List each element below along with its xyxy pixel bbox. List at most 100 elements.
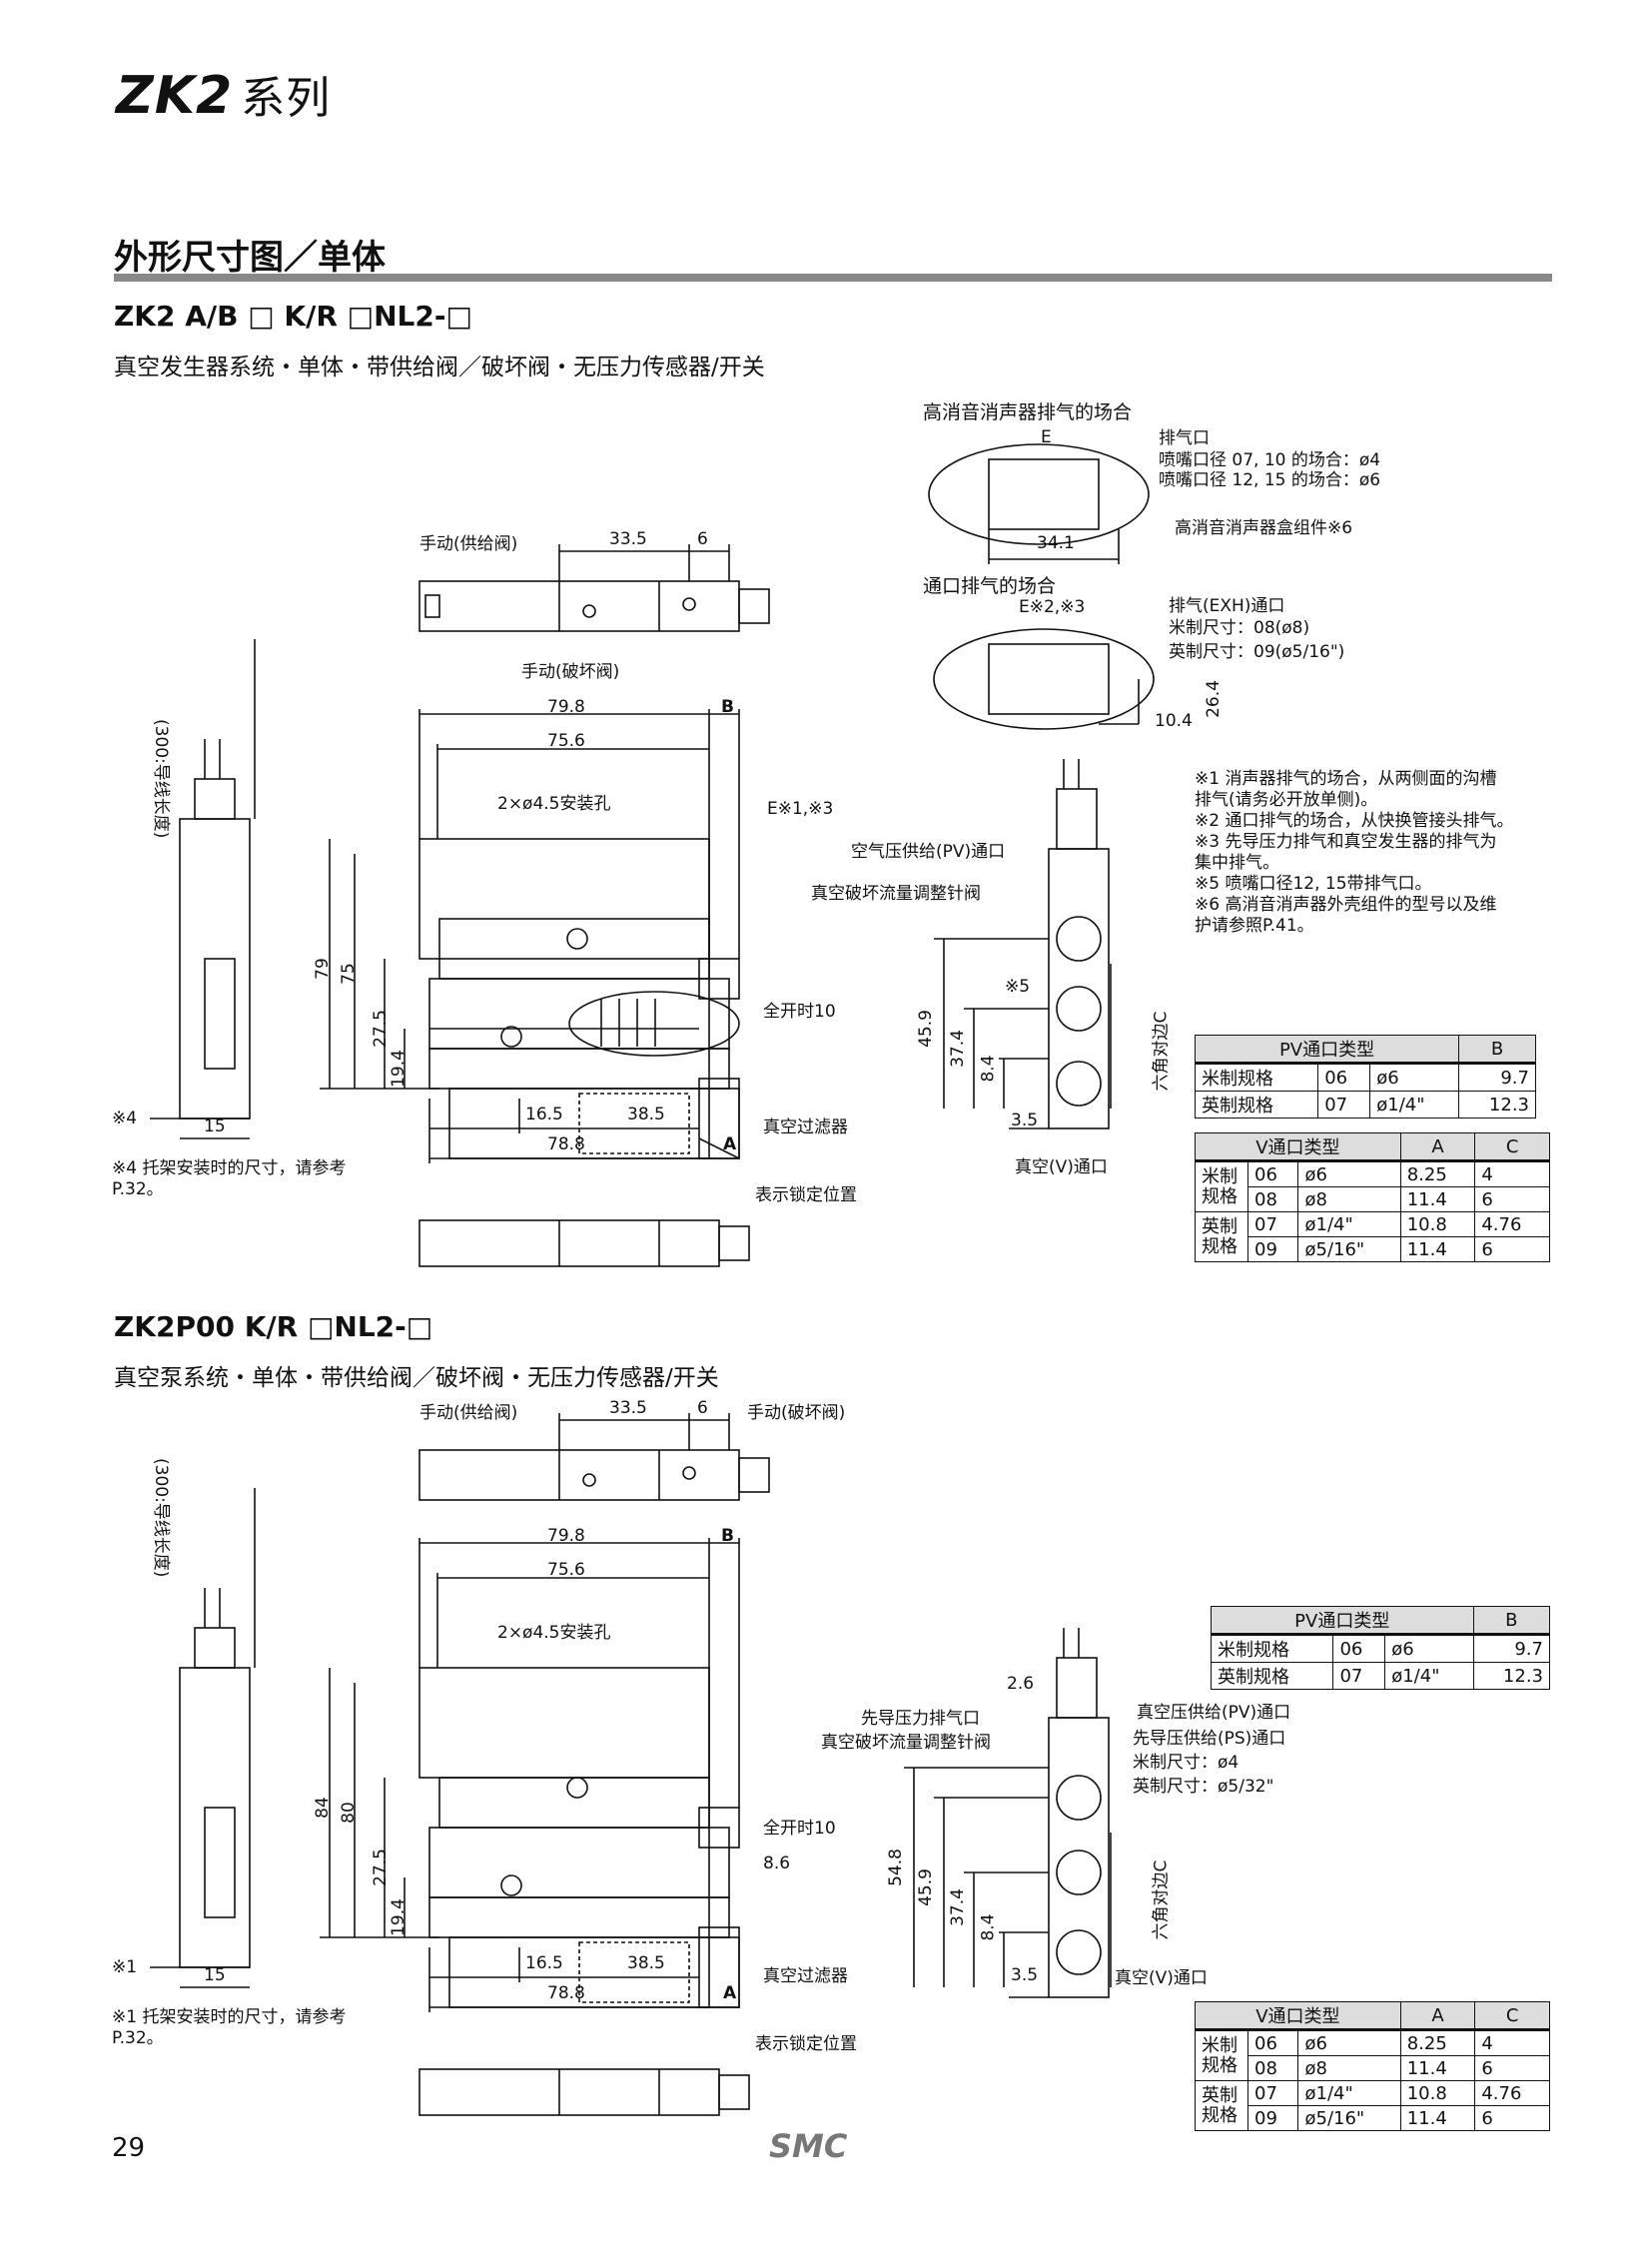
label-pv-port-2: 真空压供给(PV)通口 <box>1137 1703 1291 1723</box>
note-mark-4: ※4 <box>112 1109 138 1128</box>
label-wire-1: (300:导线长度) <box>151 719 171 839</box>
label-e-note: E※1,※3 <box>767 799 834 819</box>
model-code-2: ZK2P00 K/R □NL2-□ <box>114 1310 433 1343</box>
dim-3-5: 3.5 <box>1011 1111 1039 1130</box>
port-exhaust-inch: 英制尺寸：09(ø5/16") <box>1169 642 1345 662</box>
dim-33-5: 33.5 <box>609 529 647 549</box>
side-view-1 <box>179 818 251 1120</box>
subtitle-1: 真空发生器系统・单体・带供给阀／破坏阀・无压力传感器/开关 <box>114 355 765 380</box>
dim2-B: B <box>721 1526 734 1546</box>
dim2-3-5: 3.5 <box>1011 1965 1039 1985</box>
label-v-port-2: 真空(V)通口 <box>1115 1968 1208 1988</box>
dim-26-4: 26.4 <box>1203 680 1224 718</box>
label-hex-2: 六角对边C <box>1151 1860 1172 1940</box>
label-lock-pos-1: 表示锁定位置 <box>755 1185 857 1205</box>
dim2-79-8: 79.8 <box>547 1526 585 1546</box>
dim2-15: 15 <box>204 1965 226 1985</box>
silencer-line2: 喷嘴口径 12, 15 的场合：ø6 <box>1159 470 1381 490</box>
label-break-valve-2: 真空破坏流量调整针阀 <box>821 1733 991 1753</box>
silencer-kit: 高消音消声器盒组件※6 <box>1175 518 1353 538</box>
dim-B: B <box>721 697 734 717</box>
dim2-80: 80 <box>338 1802 359 1824</box>
dim-15: 15 <box>204 1117 226 1136</box>
dim-79: 79 <box>312 958 333 980</box>
dim2-A: A <box>723 1983 737 2003</box>
label-manual-break-2: 手动(破坏阀) <box>747 1403 846 1423</box>
label-mount-holes-2: 2×ø4.5安装孔 <box>497 1623 611 1643</box>
dim2-6: 6 <box>697 1398 708 1418</box>
label-manual-supply-2: 手动(供给阀) <box>419 1403 518 1423</box>
front-upper-1 <box>418 838 710 960</box>
port-exhaust-e: E※2,※3 <box>1019 597 1086 617</box>
dim2-16-5: 16.5 <box>525 1953 563 1973</box>
section-title: 外形尺寸图／单体 <box>114 238 386 278</box>
dim-75-6: 75.6 <box>547 731 585 751</box>
dim-19-4: 19.4 <box>388 1050 409 1088</box>
footnote-2: ※1 托架安装时的尺寸，请参考 P.32。 <box>112 2007 347 2048</box>
label-full-open-1: 全开时10 <box>763 1002 836 1022</box>
dim-8-4: 8.4 <box>978 1055 999 1083</box>
dim-79-8: 79.8 <box>547 697 585 717</box>
label-break-valve-1: 真空破坏流量调整针阀 <box>811 884 981 904</box>
page-number: 29 <box>112 2133 146 2163</box>
note-mark-1: ※1 <box>112 1957 138 1977</box>
port-exhaust-exh: 排气(EXH)通口 <box>1169 596 1285 616</box>
silencer-line1: 喷嘴口径 07, 10 的场合：ø4 <box>1159 450 1381 470</box>
dim2-2-6: 2.6 <box>1007 1674 1035 1694</box>
dim-45-9: 45.9 <box>915 1010 936 1048</box>
label-ps-inch: 英制尺寸：ø5/32" <box>1133 1777 1274 1797</box>
dim-38-5: 38.5 <box>627 1105 665 1124</box>
silencer-exhaust: 排气口 <box>1159 428 1210 448</box>
label-full-open-2: 全开时10 <box>763 1819 836 1839</box>
label-ps-port: 先导压供给(PS)通口 <box>1133 1729 1286 1749</box>
dim-75: 75 <box>338 963 359 985</box>
label-wire-2: (300:导线长度) <box>151 1458 171 1578</box>
label-filter-2: 真空过滤器 <box>763 1966 848 1986</box>
dim-27-5: 27.5 <box>370 1010 391 1048</box>
top-view-body-1 <box>418 580 740 632</box>
dim2-27-5: 27.5 <box>370 1849 391 1886</box>
dim2-19-4: 19.4 <box>388 1898 409 1936</box>
dim2-78-8: 78.8 <box>547 1983 585 2003</box>
dim2-33-5: 33.5 <box>609 1398 647 1418</box>
dim-37-4: 37.4 <box>947 1030 968 1068</box>
dim-A: A <box>723 1134 737 1154</box>
dim2-75-6: 75.6 <box>547 1560 585 1580</box>
subtitle-2: 真空泵系统・单体・带供给阀／破坏阀・无压力传感器/开关 <box>114 1365 719 1391</box>
dim2-38-5: 38.5 <box>627 1953 665 1973</box>
label-filter-1: 真空过滤器 <box>763 1118 848 1137</box>
dim2-84: 84 <box>312 1797 333 1819</box>
smc-logo: SMC <box>769 2127 848 2165</box>
dim2-54-8: 54.8 <box>885 1849 906 1886</box>
label-mount-holes-1: 2×ø4.5安装孔 <box>497 794 611 814</box>
silencer-title: 高消音消声器排气的场合 <box>923 401 1133 423</box>
dim2-8-6: 8.6 <box>763 1854 791 1873</box>
dim-16-5: 16.5 <box>525 1105 563 1124</box>
label-manual-break-1: 手动(破坏阀) <box>521 662 620 682</box>
dim-10-4: 10.4 <box>1155 711 1193 731</box>
section-divider <box>114 274 1552 282</box>
model-code-1: ZK2 A/B □ K/R □NL2-□ <box>114 300 472 333</box>
label-pv-port-1: 空气压供给(PV)通口 <box>851 842 1006 862</box>
port-exhaust-metric: 米制尺寸：08(ø8) <box>1169 618 1310 638</box>
label-hex-1: 六角对边C <box>1151 1011 1172 1092</box>
footnote-1: ※4 托架安装时的尺寸，请参考 P.32。 <box>112 1158 347 1199</box>
label-manual-supply-1: 手动(供给阀) <box>419 534 518 554</box>
notes-list: ※1 消声器排气的场合，从两侧面的沟槽 排气(请务必开放单侧)。※2 通口排气的… <box>1195 769 1514 936</box>
note-mark-5: ※5 <box>1005 977 1031 997</box>
dim2-37-4: 37.4 <box>947 1888 968 1926</box>
silencer-e: E <box>1041 427 1052 447</box>
port-exhaust-title: 通口排气的场合 <box>923 575 1057 597</box>
label-lock-pos-2: 表示锁定位置 <box>755 2034 857 2054</box>
silencer-dim: 34.1 <box>1037 533 1075 553</box>
dim-78-8: 78.8 <box>547 1134 585 1154</box>
label-v-port-1: 真空(V)通口 <box>1015 1157 1108 1177</box>
label-ps-metric: 米制尺寸：ø4 <box>1133 1753 1239 1773</box>
dim2-8-4: 8.4 <box>978 1913 999 1941</box>
dim-6: 6 <box>697 529 708 549</box>
